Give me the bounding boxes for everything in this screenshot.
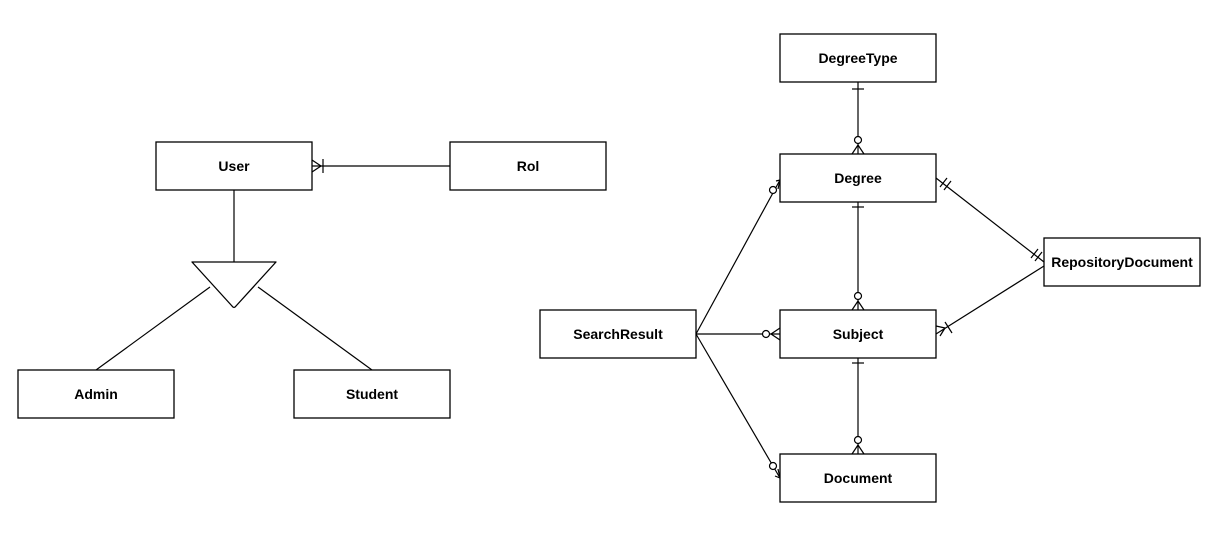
entity-repository-document: RepositoryDocument xyxy=(1043,237,1201,287)
entity-rol-label: Rol xyxy=(517,158,540,174)
searchresult-document-zero-or-many-marker xyxy=(768,461,781,479)
entity-user: User xyxy=(155,141,313,191)
entity-admin: Admin xyxy=(17,369,175,419)
entity-user-label: User xyxy=(218,158,250,174)
degree-one-and-only-one-marker xyxy=(939,177,952,191)
subject-zero-or-many-marker xyxy=(851,291,865,311)
entity-admin-label: Admin xyxy=(74,386,118,402)
entity-degree-label: Degree xyxy=(834,170,882,186)
entity-document-label: Document xyxy=(824,470,893,486)
entity-subject: Subject xyxy=(779,309,937,359)
searchresult-subject-zero-or-many-marker xyxy=(761,327,781,341)
entity-student-label: Student xyxy=(346,386,398,402)
searchresult-degree-zero-or-many-marker xyxy=(768,179,781,195)
repository-one-and-only-one-marker xyxy=(1030,248,1043,262)
entity-subject-label: Subject xyxy=(833,326,884,342)
entity-search-result: SearchResult xyxy=(539,309,697,359)
repository-subject-line xyxy=(935,265,1045,335)
generalization-admin-line xyxy=(95,286,211,371)
entity-rol: Rol xyxy=(449,141,607,191)
generalization-student-line xyxy=(257,286,373,371)
entity-student: Student xyxy=(293,369,451,419)
entity-degree-type: DegreeType xyxy=(779,33,937,83)
entity-search-result-label: SearchResult xyxy=(573,326,663,342)
entity-degree-type-label: DegreeType xyxy=(818,50,897,66)
document-zero-or-many-marker xyxy=(851,435,865,455)
user-rol-one-or-many-marker xyxy=(311,159,324,173)
searchresult-document-line xyxy=(695,333,781,479)
degree-zero-or-many-marker xyxy=(851,135,865,155)
entity-degree: Degree xyxy=(779,153,937,203)
entity-document: Document xyxy=(779,453,937,503)
generalization-triangle xyxy=(191,261,277,309)
entity-repository-document-label: RepositoryDocument xyxy=(1051,254,1193,270)
searchresult-degree-line xyxy=(695,179,781,335)
subject-one-or-many-marker xyxy=(935,321,953,337)
repository-degree-line xyxy=(935,177,1045,263)
